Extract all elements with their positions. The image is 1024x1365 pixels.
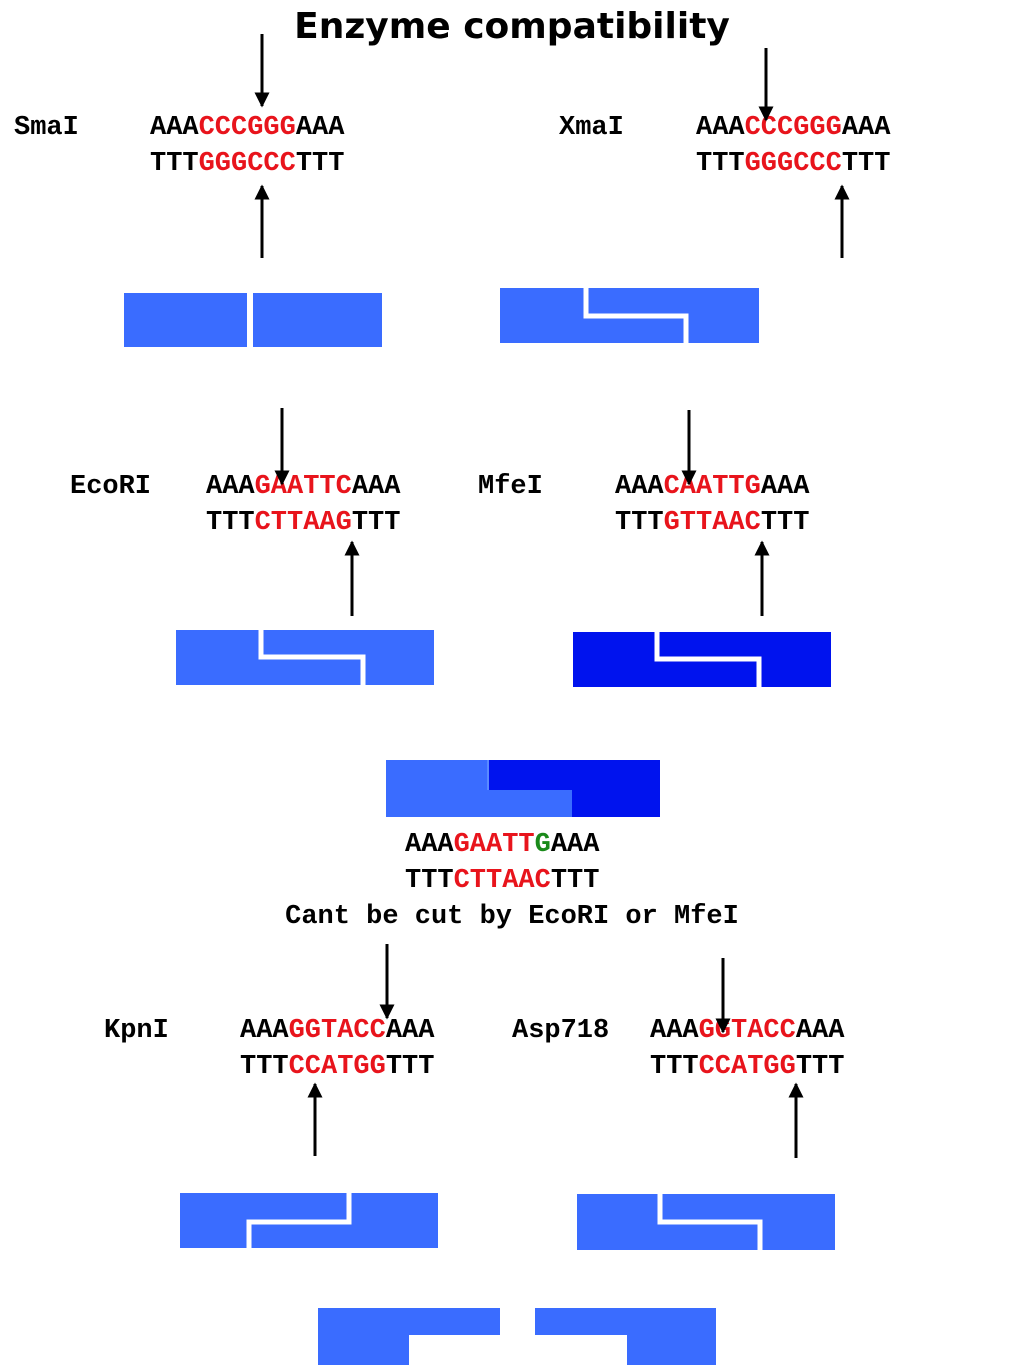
hybrid-top-strand: AAAGAATTGAAA [405,829,599,861]
seq-site: GTTAAC [663,508,761,538]
seq-site: GGTACC [288,1016,386,1046]
seq-site: GGTACC [698,1016,796,1046]
ecori-label: EcoRI [70,472,152,502]
hybrid-ligated-fragment [386,760,660,817]
seq-flank: AAA [550,830,600,860]
seq-flank: AAA [795,1016,845,1046]
seq-flank: TTT [351,508,401,538]
kpni-top-strand: AAAGGTACCAAA [240,1015,434,1047]
seq-flank: TTT [615,508,664,538]
seq-flank: TTT [795,1052,845,1082]
seq-flank: AAA [615,472,664,502]
seq-site: CCATGG [288,1052,386,1082]
seq-flank: TTT [295,149,345,179]
seq-flank: TTT [150,149,199,179]
separated-fragment-left [318,1308,500,1365]
seq-flank: TTT [841,149,891,179]
ecori-top-strand: AAAGAATTCAAA [206,471,400,503]
smai-bottom-strand: TTTGGGCCCTTT [150,148,344,180]
seq-site: CCCGGG [198,113,296,143]
seq-flank: AAA [240,1016,289,1046]
seq-flank: AAA [295,113,345,143]
mfei-sticky-fragment [573,632,831,687]
seq-site: GGGCCC [744,149,842,179]
seq-flank: TTT [405,866,454,896]
seq-flank: TTT [385,1052,435,1082]
hybrid-caption: Cant be cut by EcoRI or MfeI [285,902,739,932]
asp718-label: Asp718 [512,1016,610,1046]
seq-site: GAATTC [254,472,352,502]
seq-flank: AAA [696,113,745,143]
seq-flank: TTT [240,1052,289,1082]
hybrid-bottom-strand: TTTCTTAACTTT [405,865,599,897]
seq-site: GAATT [453,830,535,860]
mfei-bottom-strand: TTTGTTAACTTT [615,507,809,539]
smai-label: SmaI [14,113,79,143]
seq-flank: AAA [650,1016,699,1046]
seq-site: CAATTG [663,472,761,502]
xmai-bottom-strand: TTTGGGCCCTTT [696,148,890,180]
seq-flank: AAA [760,472,810,502]
seq-flank: AAA [841,113,891,143]
seq-flank: TTT [206,508,255,538]
smai-top-strand: AAACCCGGGAAA [150,112,344,144]
seq-flank: TTT [696,149,745,179]
xmai-sticky-fragment [500,288,759,343]
seq-site: GGGCCC [198,149,296,179]
asp718-sticky-fragment [577,1194,835,1250]
asp718-top-strand: AAAGGTACCAAA [650,1015,844,1047]
seq-flank: AAA [150,113,199,143]
kpni-sticky-fragment [180,1193,438,1248]
page-title: Enzyme compatibility [294,6,730,47]
smai-blunt-fragment [124,293,382,347]
seq-site: CTTAAG [254,508,352,538]
seq-site: CTTAAC [453,866,551,896]
seq-site: CCATGG [698,1052,796,1082]
mfei-label: MfeI [478,472,543,502]
seq-mismatch: G [534,830,551,860]
seq-flank: AAA [351,472,401,502]
kpni-bottom-strand: TTTCCATGGTTT [240,1051,434,1083]
seq-flank: AAA [405,830,454,860]
asp718-bottom-strand: TTTCCATGGTTT [650,1051,844,1083]
seq-flank: AAA [206,472,255,502]
kpni-label: KpnI [104,1016,169,1046]
seq-flank: TTT [650,1052,699,1082]
separated-fragment-right [535,1308,716,1365]
seq-flank: AAA [385,1016,435,1046]
seq-flank: TTT [550,866,600,896]
seq-flank: TTT [760,508,810,538]
xmai-label: XmaI [559,113,624,143]
mfei-top-strand: AAACAATTGAAA [615,471,809,503]
ecori-bottom-strand: TTTCTTAAGTTT [206,507,400,539]
ecori-sticky-fragment [176,630,434,685]
